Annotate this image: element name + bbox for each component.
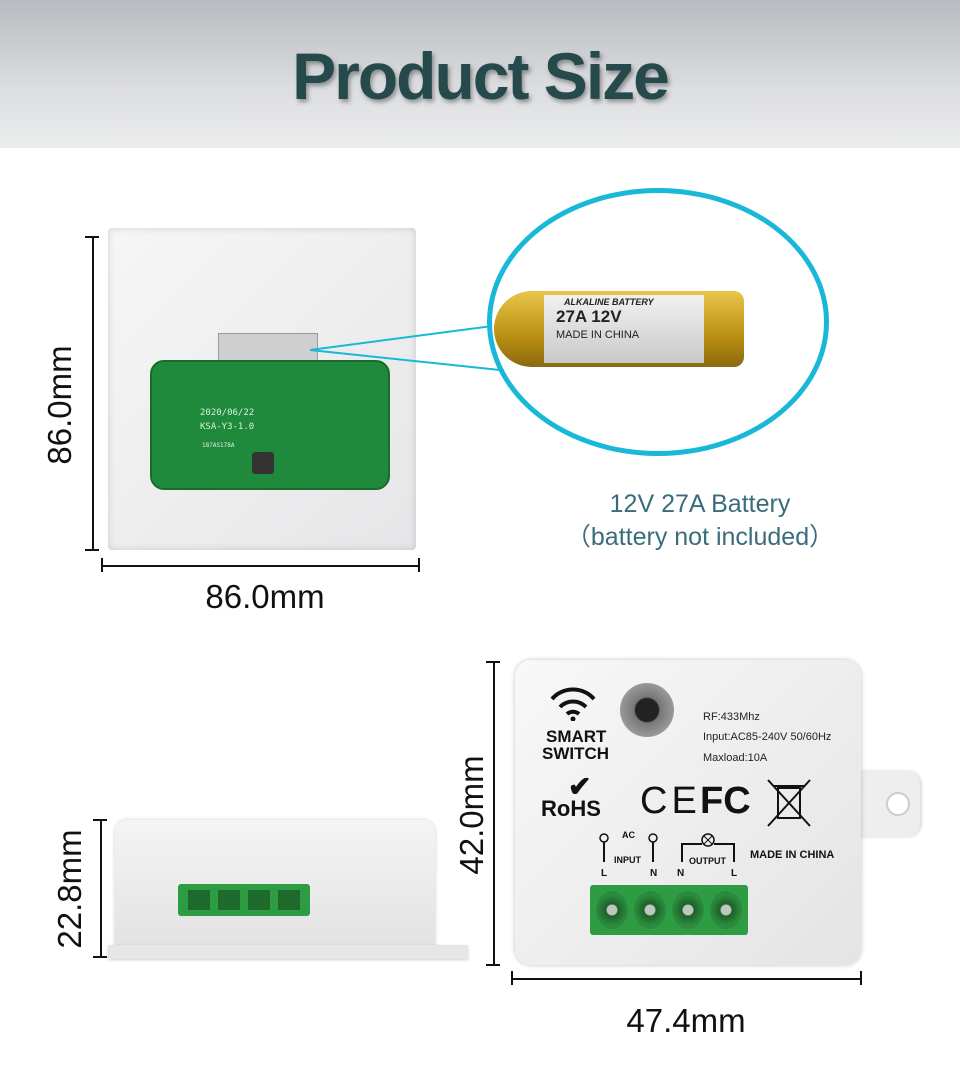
pcb-button <box>252 452 274 474</box>
terminal-label-l: L <box>601 868 608 879</box>
smart-label: SMART <box>546 727 607 746</box>
fcc-mark: FC <box>700 780 751 822</box>
wiring-diagram <box>599 833 735 862</box>
battery-origin: MADE IN CHINA <box>556 329 640 341</box>
battery-image: ALKALINE BATTERY 27A 12V MADE IN CHINA <box>494 291 744 367</box>
dimension-line-horizontal <box>512 978 862 980</box>
dimension-tick <box>418 558 420 572</box>
dimension-tick <box>486 964 500 966</box>
battery-caption: 12V 27A Battery （battery not included） <box>540 488 860 554</box>
header-band <box>0 0 960 148</box>
front-height-label: 42.0mm <box>453 755 490 875</box>
pcb-code: 187AS178A <box>202 442 235 449</box>
circuit-board: 2020/06/22 KSA-Y3-1.0 187AS178A <box>150 360 390 490</box>
maxload-spec: Maxload:10A <box>703 752 768 764</box>
side-height-label: 22.8mm <box>51 829 88 949</box>
side-view-base <box>108 945 468 959</box>
remote-height-label: 86.0mm <box>41 345 78 465</box>
dimension-tick <box>486 661 500 663</box>
made-in-china-label: MADE IN CHINA <box>750 849 835 861</box>
input-spec: Input:AC85-240V 50/60Hz <box>703 731 832 743</box>
terminal-label-n: N <box>650 868 658 879</box>
weee-bin-icon <box>767 779 811 827</box>
dimension-line-horizontal <box>102 565 420 567</box>
ce-mark: CE <box>640 780 701 822</box>
terminal-block <box>590 885 748 935</box>
check-icon: ✔ <box>568 771 592 802</box>
dimension-tick <box>93 819 107 821</box>
dimension-line-vertical <box>100 820 102 958</box>
dimension-tick <box>860 971 862 985</box>
dimension-tick <box>85 236 99 238</box>
front-width-label: 47.4mm <box>626 1002 746 1039</box>
dimension-tick <box>85 549 99 551</box>
side-terminal-block <box>178 884 310 916</box>
caption-line-2: （battery not included） <box>565 523 835 551</box>
rohs-mark: RoHS <box>541 796 601 821</box>
dimension-tick <box>93 956 107 958</box>
dimension-line-vertical <box>493 662 495 966</box>
pairing-button <box>620 683 674 737</box>
battery-label: ALKALINE BATTERY 27A 12V MADE IN CHINA <box>544 295 704 363</box>
dimension-tick <box>101 558 103 572</box>
callout-lines <box>310 324 501 371</box>
ac-label: AC <box>622 830 635 840</box>
dimension-line-vertical <box>92 237 94 551</box>
terminal-label-l: L <box>731 868 738 879</box>
mounting-hole <box>886 792 910 816</box>
caption-line-1: 12V 27A Battery <box>609 490 791 518</box>
battery-brand: ALKALINE BATTERY <box>564 297 654 307</box>
switch-label: SWITCH <box>542 744 610 763</box>
remote-width-label: 86.0mm <box>205 578 325 615</box>
terminal-label-n: N <box>677 868 685 879</box>
pcb-date: 2020/06/22 <box>200 408 255 418</box>
rf-spec: RF:433Mhz <box>703 711 760 723</box>
battery-type: 27A 12V <box>556 307 622 326</box>
input-label: INPUT <box>614 855 641 865</box>
wifi-icon <box>550 687 596 721</box>
output-label: OUTPUT <box>689 856 726 866</box>
pcb-model: KSA-Y3-1.0 <box>200 422 255 432</box>
page-title: Product Size <box>292 39 670 113</box>
dimension-tick <box>511 971 513 985</box>
